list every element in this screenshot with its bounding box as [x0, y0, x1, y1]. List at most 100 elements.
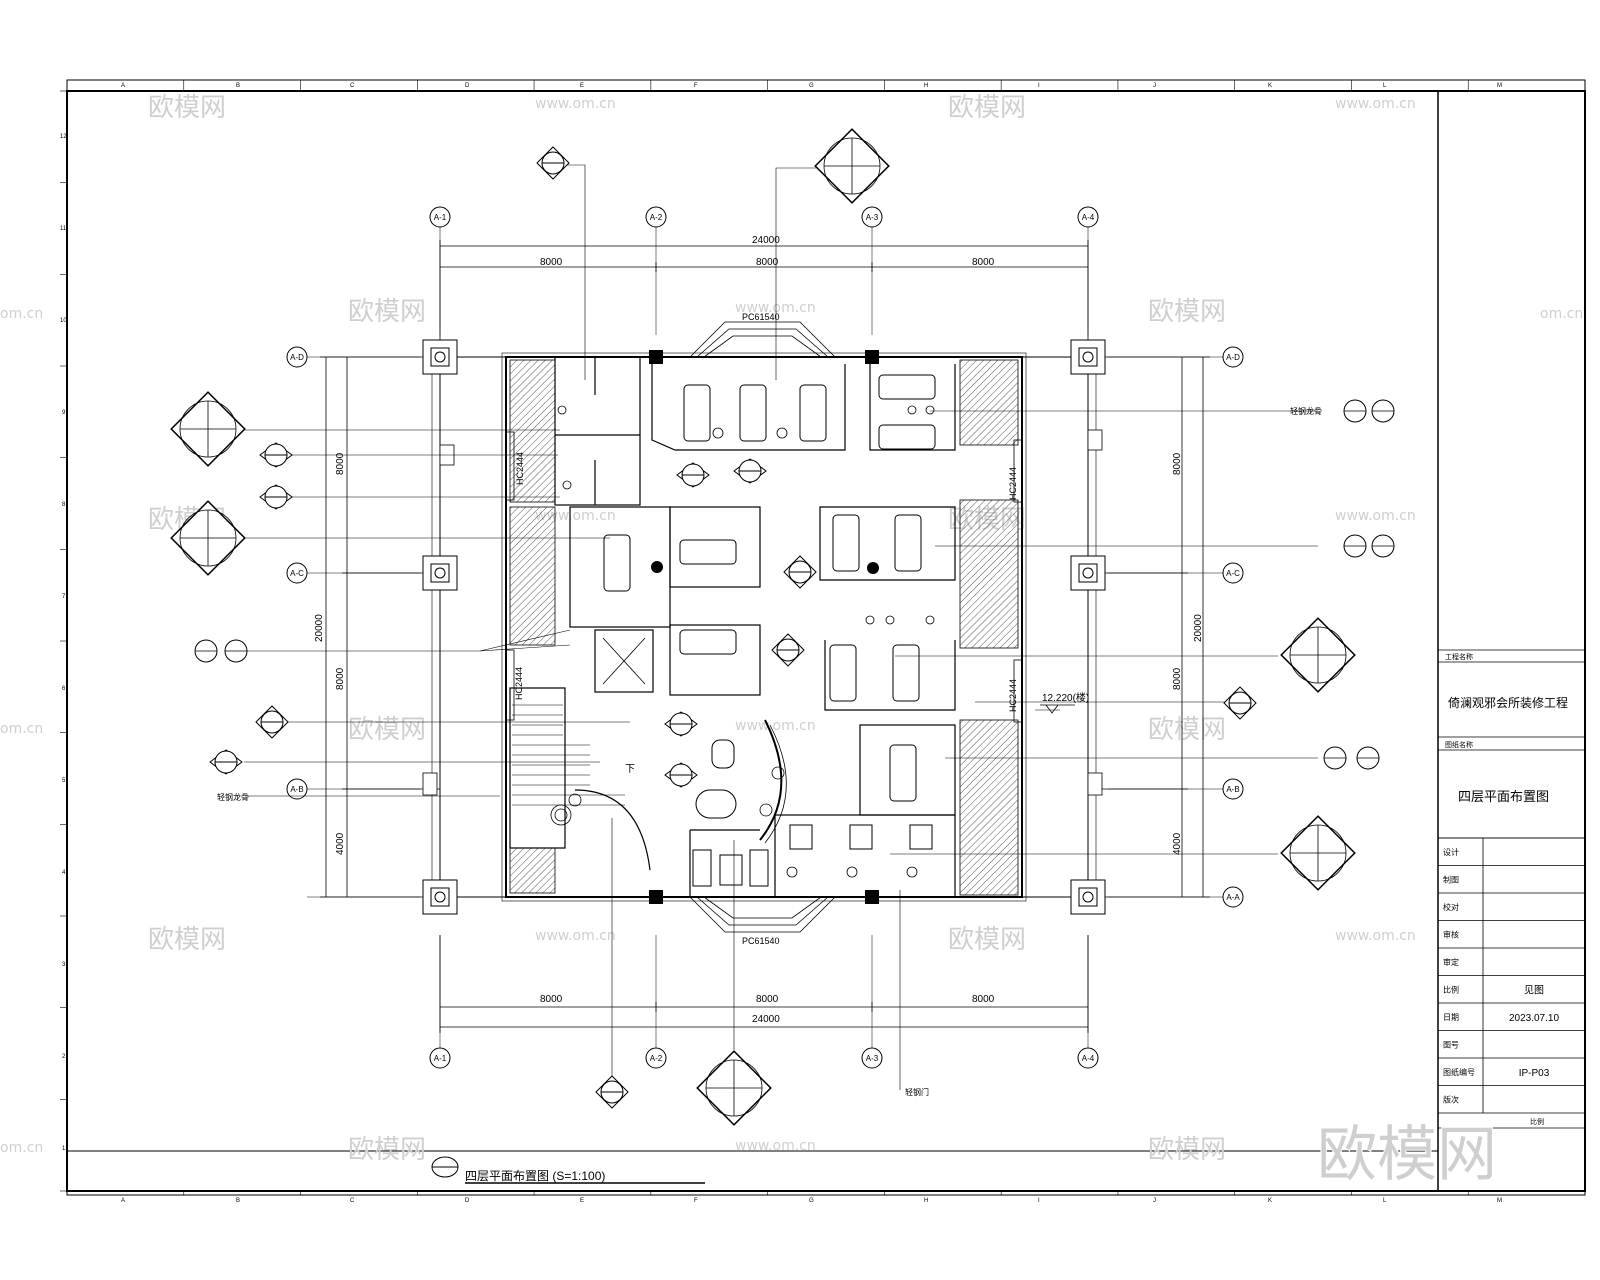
dim-v-top-right: 8000: [1172, 452, 1183, 475]
window-label-top: PC61540: [742, 312, 780, 322]
title-block-field-value: 见图: [1524, 984, 1544, 996]
side-window-label-left-upper: HC2444: [515, 452, 525, 485]
dim-v-mid-left: 8000: [335, 667, 346, 690]
svg-text:J: J: [1153, 83, 1156, 89]
watermark-site: om.cn: [1540, 306, 1583, 322]
svg-text:G: G: [809, 1198, 814, 1204]
watermark-brand: 欧模网: [1148, 715, 1226, 745]
window-label-bottom: PC61540: [742, 936, 780, 946]
title-block-project-name: 倚澜观邪会所装修工程: [1448, 695, 1568, 710]
title-block-field-label: 校对: [1443, 902, 1459, 912]
interior-walls: [509, 356, 956, 898]
watermark-site: www.om.cn: [1335, 96, 1416, 112]
axis-bubble-left-ab: A-B: [286, 778, 308, 800]
svg-text:E: E: [580, 1198, 584, 1204]
title-block-footer-label: 比例: [1530, 1117, 1544, 1126]
axis-bubble-bottom-a3: A-3: [861, 1047, 883, 1069]
svg-text:M: M: [1497, 83, 1502, 89]
title-block-field-label: 审核: [1443, 929, 1459, 939]
watermark-site: www.om.cn: [1335, 508, 1416, 524]
watermark-site: www.om.cn: [535, 96, 616, 112]
svg-text:A-3: A-3: [866, 1054, 879, 1063]
svg-text:A-1: A-1: [434, 1054, 447, 1063]
axis-bubble-top-a4: A-4: [1077, 206, 1099, 228]
dimension-chain-top: [439, 240, 1089, 340]
side-window-right: [1013, 439, 1023, 723]
svg-text:I: I: [1038, 1198, 1040, 1204]
title-block-field-label: 日期: [1443, 1013, 1459, 1022]
svg-text:H: H: [924, 83, 928, 89]
svg-text:A-B: A-B: [1226, 785, 1239, 794]
axis-bubble-left-ac: A-C: [286, 562, 308, 584]
svg-text:A-A: A-A: [1226, 893, 1240, 902]
dim-v-total-left: 20000: [314, 614, 325, 642]
plan-title: 四层平面布置图 (S=1:100): [465, 1169, 605, 1183]
title-block-field-label: 制图: [1443, 874, 1459, 884]
svg-text:A-2: A-2: [650, 213, 663, 222]
elevation-marker: [1040, 704, 1075, 714]
axis-bubble-right-aa: A-A: [1222, 886, 1244, 908]
svg-text:J: J: [1153, 1198, 1156, 1204]
border-ticks: [60, 80, 1586, 1195]
border-column-labels-top: A B C D E F G H I J K L M: [121, 83, 1502, 89]
axis-bubble-top-a1: A-1: [429, 206, 451, 228]
svg-text:A-D: A-D: [290, 353, 304, 362]
svg-text:A-4: A-4: [1082, 1054, 1095, 1063]
outer-frame: [66, 79, 1586, 1196]
plant-icon: [550, 766, 785, 826]
watermark-brand: 欧模网: [348, 1135, 426, 1165]
plan-title-symbol: [431, 1156, 459, 1178]
side-window-left-upper: [505, 431, 515, 501]
dim-v-total-right: 20000: [1193, 614, 1204, 642]
axis-bubble-right-ad: A-D: [1222, 346, 1244, 368]
bay-window-bottom: [689, 896, 836, 933]
svg-text:A-C: A-C: [1226, 569, 1240, 578]
bay-window-top: [689, 321, 836, 358]
title-block-field-label: 图纸编号: [1443, 1067, 1475, 1077]
axis-bubble-bottom-a1: A-1: [429, 1047, 451, 1069]
watermark-brand: 欧模网: [148, 925, 226, 955]
watermark-brand: 欧模网: [148, 93, 226, 123]
title-block: [1438, 649, 1585, 1129]
dim-v-top-left: 8000: [335, 452, 346, 475]
massage-beds: [603, 374, 936, 887]
axis-bubble-top-a2: A-2: [645, 206, 667, 228]
dimension-chain-left: [320, 356, 440, 898]
section-callout-arrows: [209, 146, 1257, 1109]
side-note-left: 轻钢龙骨: [217, 792, 249, 802]
svg-text:1: 1: [62, 1146, 66, 1152]
paired-callouts: [194, 399, 1395, 770]
svg-text:12: 12: [60, 134, 67, 140]
svg-text:C: C: [350, 1198, 355, 1204]
watermark-brand: 欧模网: [1148, 1135, 1226, 1165]
axis-bubble-bottom-a4: A-4: [1077, 1047, 1099, 1069]
watermark-site: om.cn: [0, 1140, 43, 1156]
watermark-brand: 欧模网: [948, 925, 1026, 955]
elevation-callout-diamonds: [170, 128, 1356, 1126]
solid-columns: [649, 350, 879, 904]
svg-text:6: 6: [62, 686, 66, 692]
watermark-brand: 欧模网: [1148, 297, 1226, 327]
svg-text:F: F: [694, 83, 698, 89]
svg-text:A-1: A-1: [434, 213, 447, 222]
side-window-label-right-upper: HC2444: [1008, 467, 1018, 500]
watermark-brand-large: 欧模网: [1317, 1120, 1497, 1190]
axis-bubble-right-ac: A-C: [1222, 562, 1244, 584]
structural-columns: [422, 339, 1106, 915]
svg-text:3: 3: [62, 962, 66, 968]
leader-lines: [244, 164, 1318, 1090]
stair-down-label: 下: [625, 764, 635, 775]
axis-bubble-left-ad: A-D: [286, 346, 308, 368]
svg-text:A: A: [121, 1198, 125, 1204]
stools: [557, 405, 935, 878]
watermark-site: www.om.cn: [1335, 928, 1416, 944]
svg-text:K: K: [1268, 83, 1272, 89]
svg-text:A-3: A-3: [866, 213, 879, 222]
svg-text:H: H: [924, 1198, 928, 1204]
axis-bubble-top-a3: A-3: [861, 206, 883, 228]
watermark-site: www.om.cn: [735, 300, 816, 316]
dim-span-bottom-2: 8000: [756, 994, 779, 1005]
title-block-field-label: 设计: [1443, 847, 1459, 857]
dim-v-mid-right: 8000: [1172, 667, 1183, 690]
svg-text:L: L: [1383, 83, 1387, 89]
